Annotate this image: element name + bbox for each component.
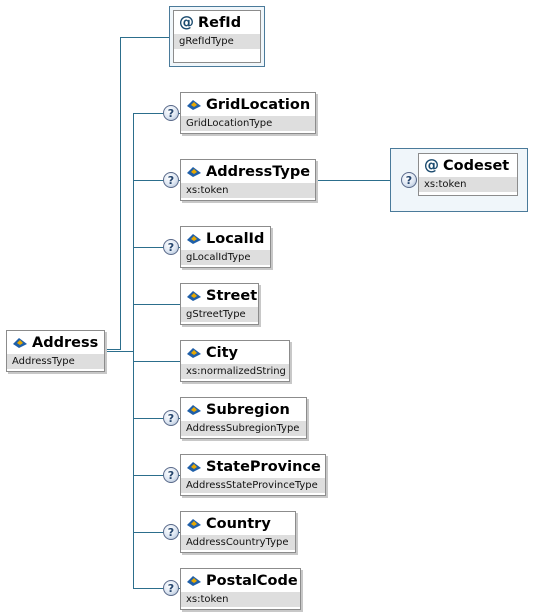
element-diamond-icon (187, 575, 201, 586)
element-type: xs:token (181, 183, 315, 198)
attribute-type: xs:token (419, 177, 517, 192)
element-diamond-icon (187, 166, 201, 177)
element-name: PostalCode (206, 572, 298, 589)
connector-child (133, 475, 180, 476)
connector-codeset (316, 180, 391, 181)
question-mark-icon: ? (163, 105, 179, 121)
question-mark-icon: ? (163, 524, 179, 540)
connector-seq-vertical (133, 113, 134, 588)
connector-root-out (104, 349, 120, 350)
root-element-node[interactable]: Address AddressType (6, 330, 105, 372)
child-element-node[interactable]: Country AddressCountryType (180, 511, 296, 553)
connector-attr-horizontal (120, 37, 170, 38)
question-mark-icon: ? (401, 172, 417, 188)
attribute-frame-codeset: ? @ Codeset xs:token (390, 148, 528, 212)
element-name: LocalId (206, 230, 265, 247)
child-element-node[interactable]: GridLocation GridLocationType (180, 92, 316, 134)
element-type: xs:token (181, 592, 300, 607)
element-diamond-icon (13, 337, 27, 348)
element-diamond-icon (187, 290, 201, 301)
question-mark-icon: ? (163, 172, 179, 188)
element-name: GridLocation (206, 96, 311, 113)
attribute-node-refid[interactable]: @ RefId gRefIdType (173, 10, 261, 63)
element-type: xs:normalizedString (181, 364, 289, 379)
connector-seq-horizontal (104, 351, 134, 352)
element-name: Street (206, 287, 258, 304)
element-type: AddressType (7, 354, 104, 369)
element-name: Subregion (206, 401, 290, 418)
child-element-node[interactable]: City xs:normalizedString (180, 340, 290, 382)
attribute-name: RefId (198, 14, 242, 31)
child-element-node[interactable]: LocalId gLocalIdType (180, 226, 271, 268)
question-mark-icon: ? (163, 580, 179, 596)
child-element-node[interactable]: Street gStreetType (180, 283, 259, 325)
element-diamond-icon (187, 404, 201, 415)
element-type: AddressSubregionType (181, 421, 306, 436)
attribute-type: gRefIdType (174, 34, 260, 49)
element-type: gStreetType (181, 307, 258, 322)
element-name: Address (32, 334, 99, 351)
question-mark-icon: ? (163, 410, 179, 426)
child-element-node[interactable]: StateProvince AddressStateProvinceType (180, 454, 326, 496)
element-name: Country (206, 515, 271, 532)
attribute-at-icon: @ (179, 13, 194, 31)
element-diamond-icon (187, 347, 201, 358)
element-type: AddressCountryType (181, 535, 295, 550)
element-type: GridLocationType (181, 116, 315, 131)
attribute-at-icon: @ (424, 156, 439, 174)
element-name: StateProvince (206, 458, 321, 475)
element-name: City (206, 344, 238, 361)
question-mark-icon: ? (163, 467, 179, 483)
connector-child (133, 588, 180, 589)
element-diamond-icon (187, 99, 201, 110)
child-element-node[interactable]: Subregion AddressSubregionType (180, 397, 307, 439)
attribute-frame-refid: @ RefId gRefIdType (169, 6, 265, 67)
element-type: AddressStateProvinceType (181, 478, 325, 493)
connector-child (133, 361, 180, 362)
child-element-node[interactable]: AddressType xs:token (180, 159, 316, 201)
element-diamond-icon (187, 233, 201, 244)
element-type: gLocalIdType (181, 250, 270, 265)
connector-child (133, 532, 180, 533)
connector-child (133, 180, 180, 181)
element-diamond-icon (187, 461, 201, 472)
question-mark-icon: ? (163, 239, 179, 255)
connector-child (133, 304, 180, 305)
connector-attr-vertical (120, 37, 121, 350)
attribute-name: Codeset (443, 157, 510, 174)
element-diamond-icon (187, 518, 201, 529)
connector-child (133, 113, 180, 114)
attribute-node-codeset[interactable]: @ Codeset xs:token (418, 153, 518, 196)
connector-child (133, 418, 180, 419)
connector-child (133, 247, 180, 248)
element-name: AddressType (206, 163, 311, 180)
child-element-node[interactable]: PostalCode xs:token (180, 568, 301, 610)
